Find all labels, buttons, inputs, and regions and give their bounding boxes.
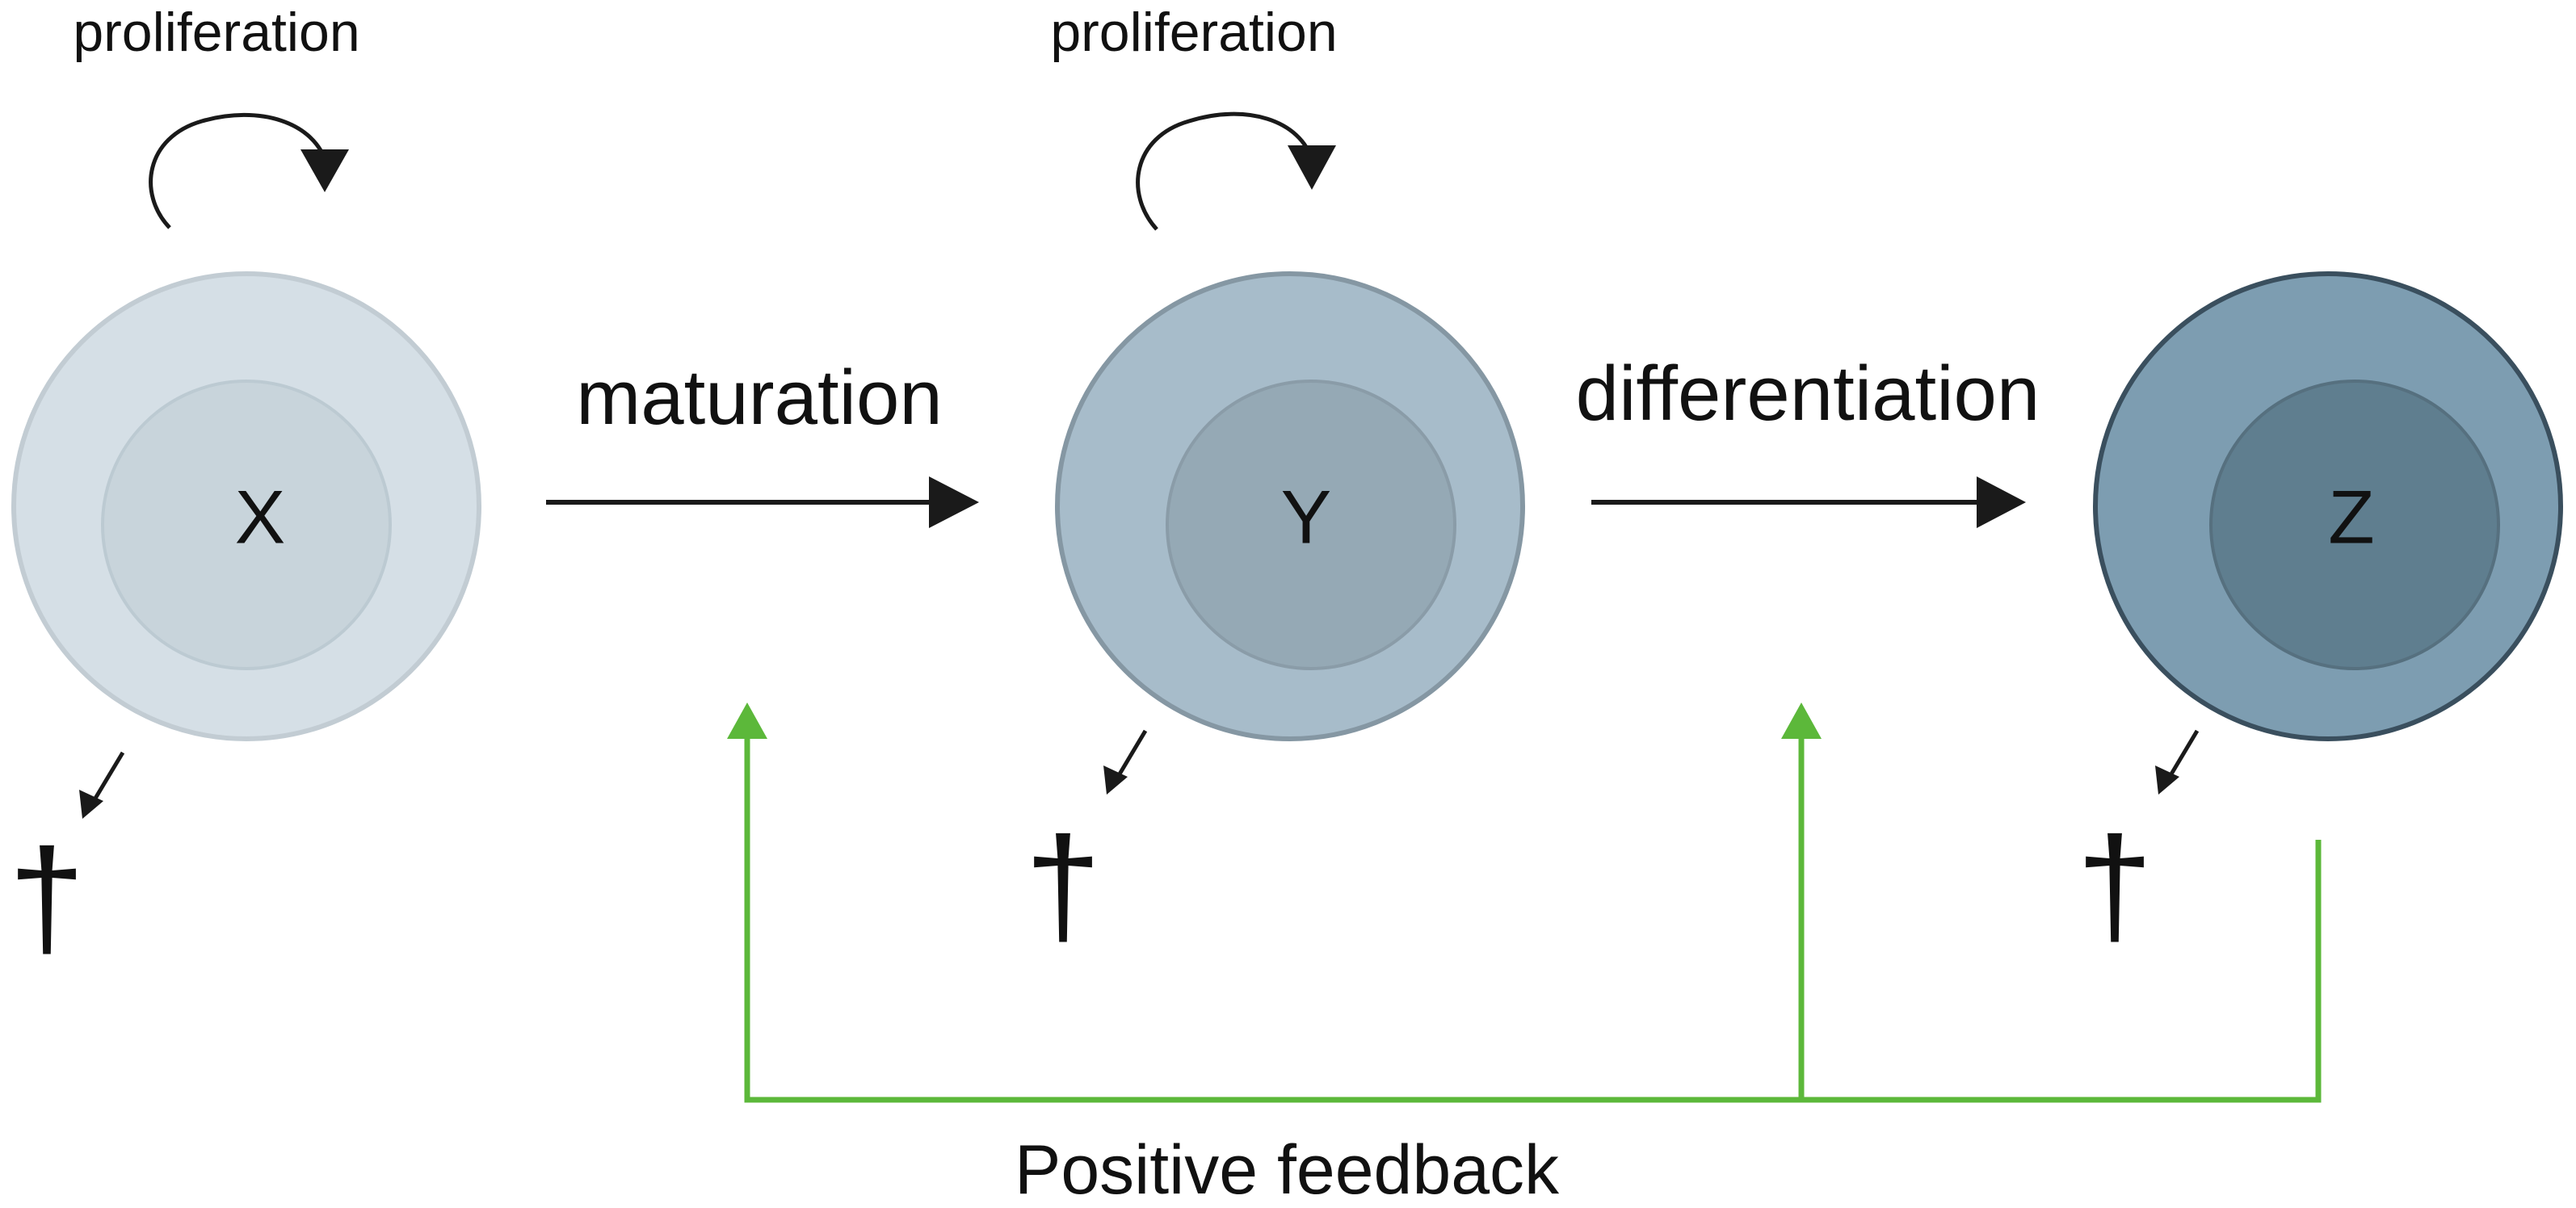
proliferation-arrowhead-y xyxy=(1288,145,1336,190)
cell-y-label: Y xyxy=(1281,475,1332,560)
death-arrowhead-z xyxy=(2155,765,2179,795)
cell-z: Z xyxy=(2093,271,2563,741)
feedback-arrowhead-maturation xyxy=(727,703,767,739)
cell-x-nucleus xyxy=(101,380,392,670)
feedback-line-outer xyxy=(744,731,2322,1103)
death-arrowhead-y xyxy=(1103,765,1128,795)
positive-feedback-loop: Positive feedback xyxy=(727,703,2322,1208)
cell-y-nucleus xyxy=(1166,380,1456,670)
proliferation-loop-y: proliferation xyxy=(1050,2,1338,231)
cell-z-nucleus xyxy=(2209,380,2500,670)
death-dagger-y: † xyxy=(1025,809,1102,963)
maturation-label: maturation xyxy=(576,354,943,441)
death-dagger-x: † xyxy=(9,821,86,975)
proliferation-label-y: proliferation xyxy=(1050,2,1337,63)
maturation-transition: maturation xyxy=(546,354,979,528)
proliferation-arrowhead-x xyxy=(300,149,349,192)
death-z: † xyxy=(2077,729,2200,963)
feedback-label: Positive feedback xyxy=(1015,1131,1560,1208)
death-dagger-z: † xyxy=(2077,809,2154,963)
maturation-arrowhead xyxy=(929,476,979,528)
differentiation-label: differentiation xyxy=(1576,350,2040,437)
death-arrowhead-x xyxy=(79,790,103,819)
cell-x: X xyxy=(11,271,481,741)
feedback-arrowhead-differentiation xyxy=(1781,703,1822,739)
proliferation-loop-x: proliferation xyxy=(73,2,360,229)
differentiation-arrowhead xyxy=(1977,476,2026,528)
cell-x-label: X xyxy=(235,475,286,560)
cell-z-label: Z xyxy=(2328,475,2374,560)
death-x: † xyxy=(9,751,125,975)
cell-y: Y xyxy=(1055,271,1525,741)
proliferation-arrow-x xyxy=(149,112,330,229)
differentiation-transition: differentiation xyxy=(1576,350,2040,528)
death-y: † xyxy=(1025,729,1148,963)
proliferation-label-x: proliferation xyxy=(73,2,359,63)
proliferation-arrow-y xyxy=(1136,111,1315,231)
